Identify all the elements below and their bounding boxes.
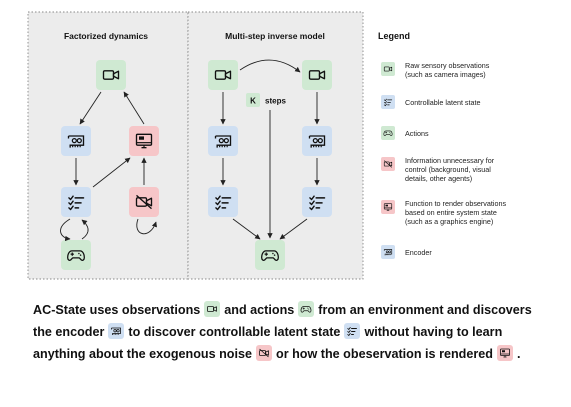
left-noise-node [129,187,159,217]
right-encoder-node-2 [302,126,332,156]
arrow-latent1-to-action [232,218,261,240]
arrow-obs1-to-obs2 [239,59,301,73]
gamepad-icon [298,301,315,317]
right-observation-node-2 [302,60,332,90]
right-latent-node-1 [208,187,238,217]
legend-line: Actions [405,129,429,138]
legend-item-latent-state: Controllable latent state [381,95,481,109]
legend-item-render: Function to render observations based on… [381,199,506,226]
right-panel-title: Multi-step inverse model [225,31,325,41]
arrow-action-loop-up [81,219,89,240]
legend-item-noise: Information unnecessary for control (bac… [381,156,495,183]
legend-line: details, other agents) [405,174,472,183]
caption-part: from an environment and discovers the en… [33,303,532,339]
diagram-canvas: Factorized dynamics Multi-step inverse m… [27,11,506,280]
arrow-latent-loop-down [60,218,71,242]
right-observation-node-1 [208,60,238,90]
left-panel-title: Factorized dynamics [64,31,148,41]
left-latent-node [61,187,91,217]
legend-line: Function to render observations [405,199,506,208]
left-observation-node [96,60,126,90]
caption-part: and actions [224,303,295,317]
gpu-icon [108,323,125,339]
legend-line: (such as a graphics engine) [405,217,493,226]
k-badge-text: K [250,97,256,106]
caption-part: . [516,347,521,361]
legend-line: Information unnecessary for [405,156,495,165]
arrow-noise-self-loop [136,218,158,235]
legend-item-encoder: Encoder [381,245,432,259]
camera-icon [204,301,221,317]
legend-line: Controllable latent state [405,98,481,107]
legend-line: (such as camera images) [405,70,486,79]
left-render-node [129,126,159,156]
legend-item-observations: Raw sensory observations (such as camera… [381,61,490,79]
legend-line: based on entire system state [405,208,497,217]
steps-text: steps [265,97,286,106]
monitor-icon [496,345,513,361]
left-encoder-node [61,126,91,156]
checklist-icon [344,323,361,339]
left-panel [27,11,189,280]
caption-part: to discover controllable latent state [128,325,341,339]
caption-part: AC-State uses observations [33,303,201,317]
arrow-render-to-obs [123,91,145,125]
camera-off-icon [256,345,273,361]
right-encoder-node-1 [208,126,238,156]
caption-part: without having to learn anything about t… [33,325,503,361]
legend-line: control (background, visual [405,165,491,174]
legend-title: Legend [378,31,410,41]
arrow-obs-to-encoder [79,91,102,125]
right-action-node [255,240,285,270]
legend-line: Raw sensory observations [405,61,490,70]
arrow-latent2-to-action [279,218,308,240]
arrow-latent-to-render [92,157,131,188]
caption-part: or how the obeservation is rendered [276,347,493,361]
legend-item-actions: Actions [381,126,429,140]
k-steps-label: K steps [246,93,286,107]
right-latent-node-2 [302,187,332,217]
left-action-node [61,240,91,270]
legend-line: Encoder [405,248,432,257]
